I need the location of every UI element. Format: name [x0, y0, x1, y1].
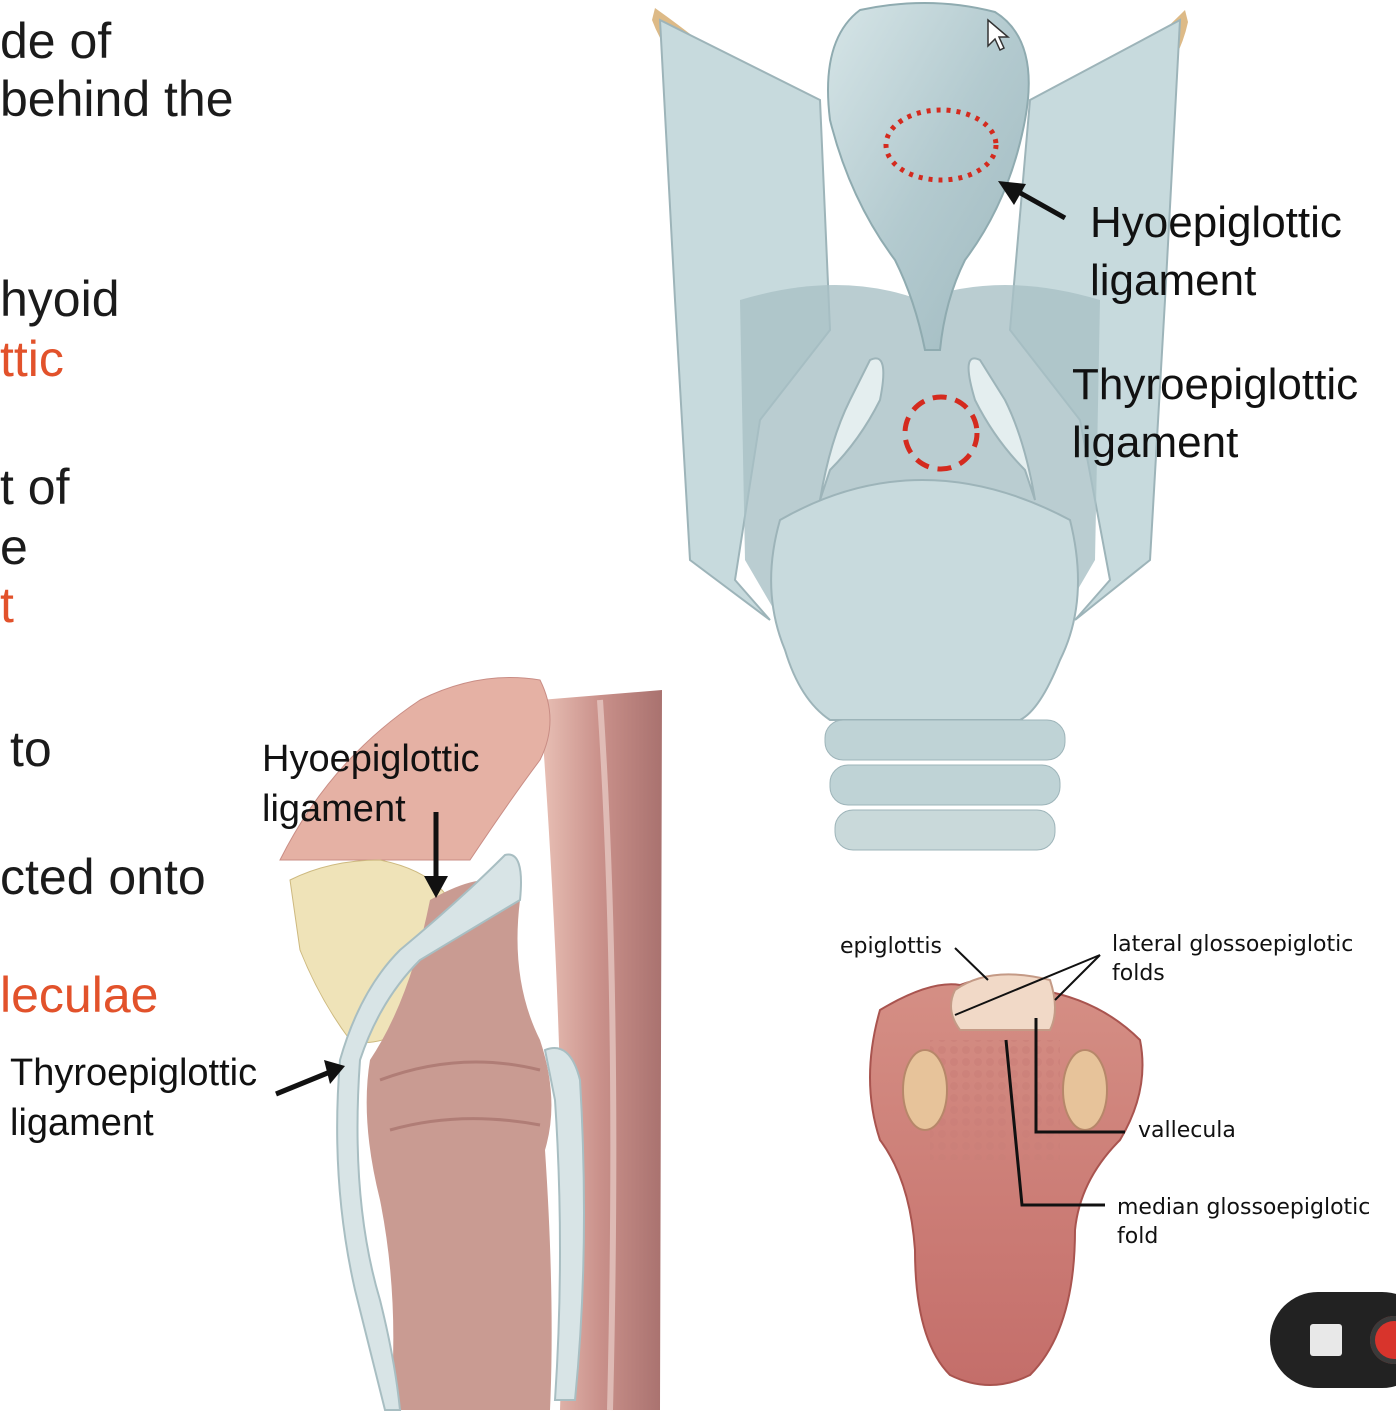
slide-line-9: cted onto [0, 849, 206, 905]
recording-controls [1270, 1292, 1396, 1388]
posterior-larynx-figure [652, 2, 1188, 851]
slide-line-1: de of [0, 13, 112, 69]
slide-line-4: ttic [0, 331, 64, 387]
median-glossoepiglotic-label: median glossoepiglotic fold [1117, 1195, 1371, 1249]
epiglottis-label: epiglottis [840, 934, 942, 959]
lateral-glossoepiglotic-label: lateral glossoepiglotic folds [1112, 932, 1354, 986]
slide-line-8: to [10, 721, 52, 777]
stop-icon[interactable] [1310, 1324, 1342, 1356]
hyoepiglottic-label-top: Hyoepiglottic ligament [1090, 198, 1342, 305]
hyoepiglottic-label-sagittal: Hyoepiglottic ligament [262, 738, 480, 830]
slide-line-10: leculae [0, 967, 159, 1023]
tongue-figure [869, 947, 1144, 1386]
sagittal-larynx-figure [275, 677, 662, 1411]
slide-line-3: hyoid [0, 271, 120, 327]
thyroepiglottic-label-sagittal: Thyroepiglottic ligament [10, 1052, 258, 1144]
slide-line-5: t of [0, 459, 70, 515]
slide-line-2: behind the [0, 71, 234, 127]
vallecula-label: vallecula [1138, 1118, 1236, 1143]
slide-line-7: t [0, 577, 14, 633]
cursor-icon [987, 18, 1011, 52]
slide-line-6: e [0, 519, 28, 575]
thyroepiglottic-label-top: Thyroepiglottic ligament [1072, 360, 1359, 467]
record-icon[interactable] [1370, 1316, 1396, 1364]
